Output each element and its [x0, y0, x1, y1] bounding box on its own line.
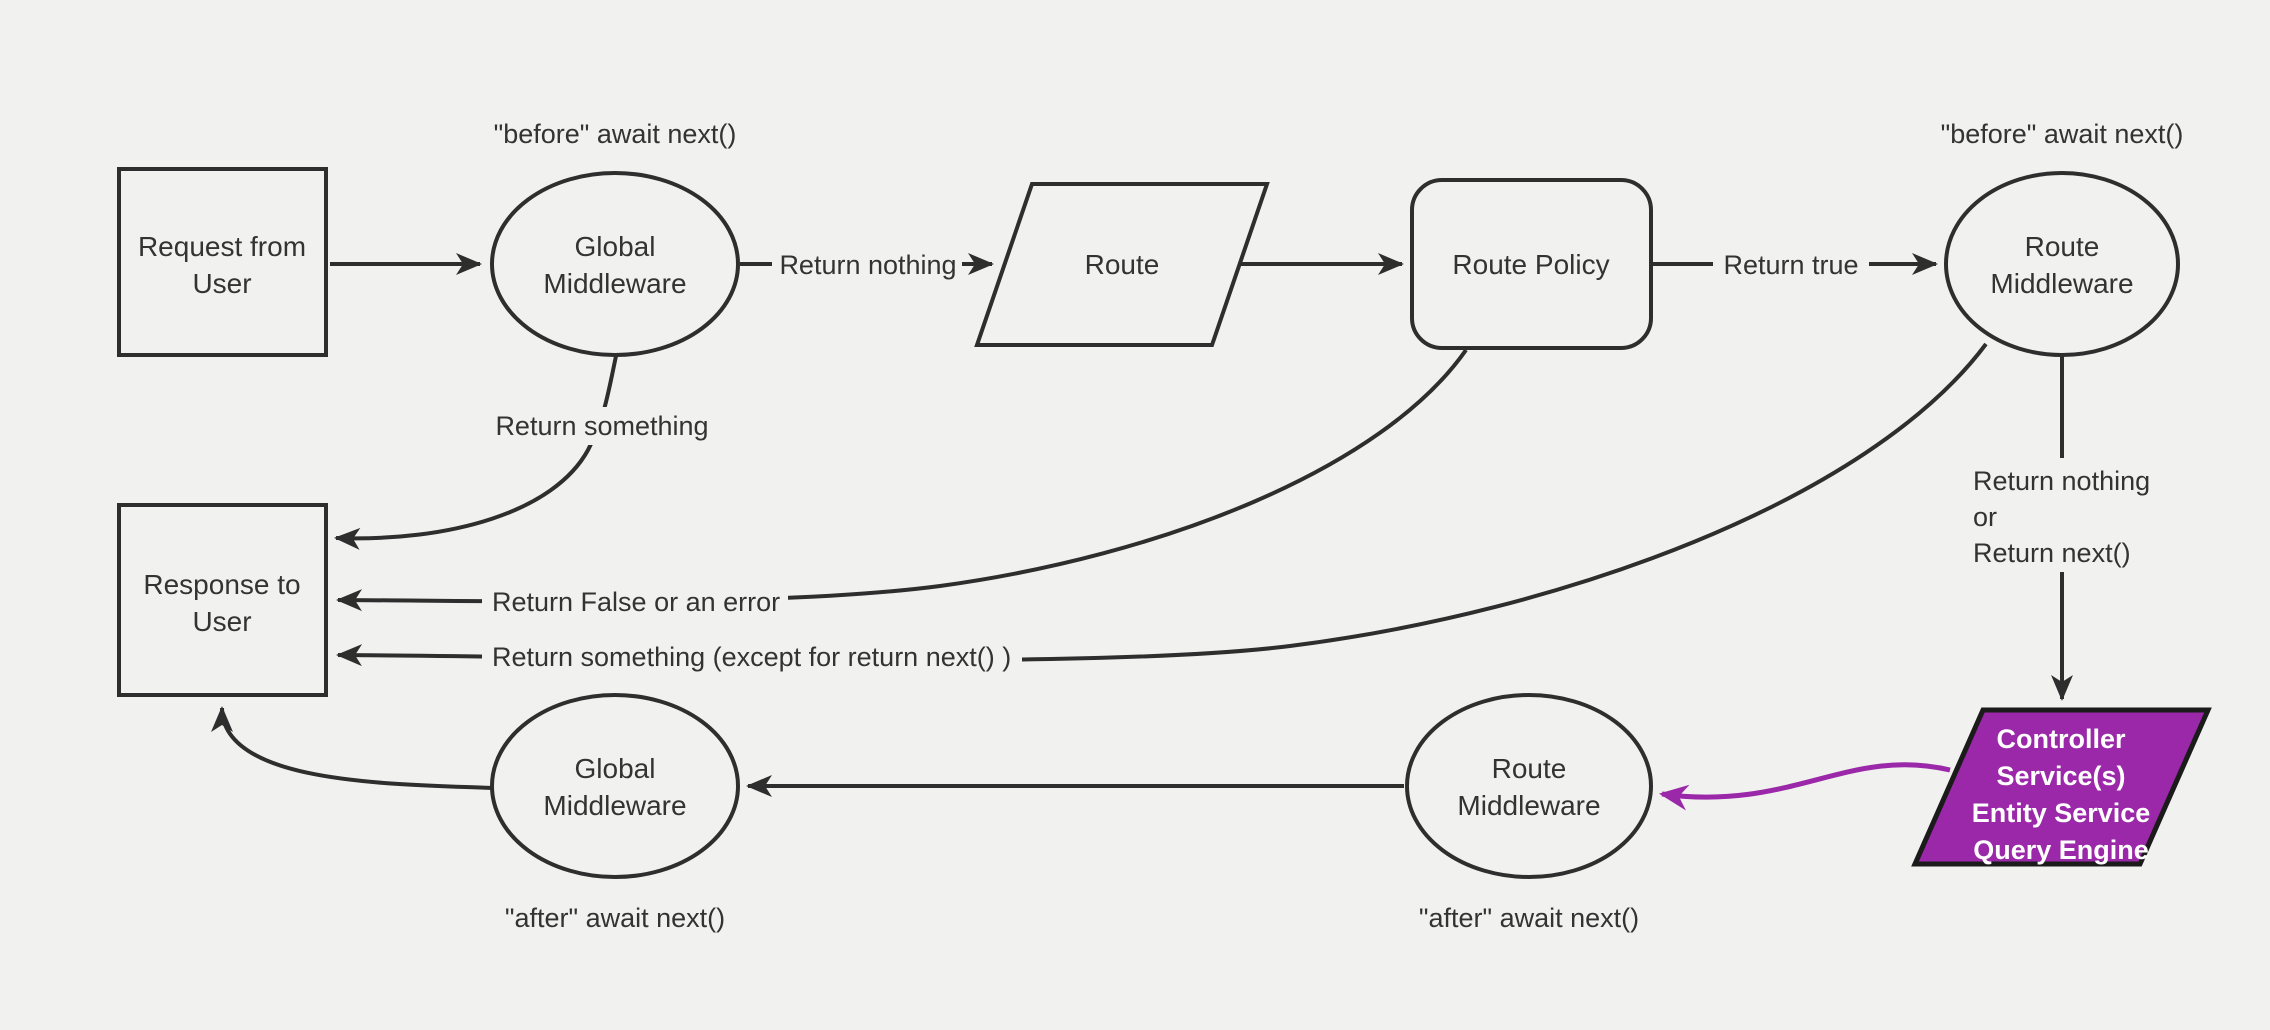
- route-label: Route: [1085, 249, 1160, 280]
- edge-controller-to-route-middleware-bottom: [1659, 762, 1951, 811]
- before-await-next-right-label: "before" await next(): [1941, 119, 2184, 149]
- global-middleware-bottom-label-line2: Middleware: [543, 790, 686, 821]
- return-nothing-or-label-line1: Return nothing: [1973, 466, 2150, 496]
- return-true-label: Return true: [1723, 250, 1858, 280]
- label-backing: [1713, 246, 1869, 283]
- edge-global-middleware-bottom-to-response: [211, 706, 493, 790]
- edge-route-middleware-top-to-response: Return something (except for return next…: [336, 342, 1988, 674]
- route-middleware-top-label-line2: Middleware: [1990, 268, 2133, 299]
- label-backing: [488, 407, 716, 445]
- global-middleware-top-label-line1: Global: [575, 231, 656, 262]
- response-to-user-node: Response to User: [117, 503, 328, 697]
- request-from-user-node: Request from User: [117, 167, 328, 357]
- return-something-label: Return something: [495, 411, 708, 441]
- label-backing: [482, 581, 788, 619]
- return-false-error-label: Return False or an error: [492, 587, 780, 617]
- return-nothing-or-label-line2: or: [1973, 502, 1997, 532]
- controller-services-label-line4: Query Engine: [1973, 835, 2149, 865]
- global-middleware-bottom-label-line1: Global: [575, 753, 656, 784]
- return-nothing-top-label: Return nothing: [779, 250, 956, 280]
- edge-global-middleware-top-to-response: Return something: [334, 355, 716, 550]
- label-backing: [1956, 458, 2164, 572]
- label-backing: [772, 246, 962, 283]
- edge-route-policy-to-response: Return False or an error: [336, 348, 1468, 619]
- edge-route-middleware-to-controller: Return nothing or Return next(): [1956, 356, 2164, 701]
- after-await-next-left-label: "after" await next(): [505, 903, 725, 933]
- global-middleware-top-label-line2: Middleware: [543, 268, 686, 299]
- response-to-user-label-line1: Response to: [143, 569, 300, 600]
- request-from-user-label-line2: User: [192, 268, 251, 299]
- route-middleware-bottom-label-line2: Middleware: [1457, 790, 1600, 821]
- controller-services-node: Controller Service(s) Entity Service Que…: [1911, 707, 2212, 867]
- label-backing: [482, 636, 1022, 674]
- controller-services-label-line1: Controller: [1996, 724, 2125, 754]
- after-await-next-right-label: "after" await next(): [1419, 903, 1639, 933]
- edge-global-middleware-to-route: Return nothing: [740, 246, 994, 283]
- route-middleware-bottom-label-line1: Route: [1492, 753, 1567, 784]
- request-from-user-label-line1: Request from: [138, 231, 306, 262]
- global-middleware-top-node: Global Middleware: [490, 171, 740, 357]
- route-node: Route: [974, 182, 1270, 347]
- route-middleware-top-node: Route Middleware: [1944, 171, 2180, 357]
- return-something-except-label: Return something (except for return next…: [492, 642, 1011, 672]
- route-policy-node: Route Policy: [1410, 178, 1653, 350]
- edge-route-policy-to-route-middleware: Return true: [1653, 246, 1938, 283]
- global-middleware-bottom-node: Global Middleware: [490, 693, 740, 879]
- before-await-next-left-label: "before" await next(): [494, 119, 737, 149]
- route-policy-label: Route Policy: [1452, 249, 1609, 280]
- route-middleware-top-label-line1: Route: [2025, 231, 2100, 262]
- response-to-user-label-line2: User: [192, 606, 251, 637]
- return-nothing-or-label-line3: Return next(): [1973, 538, 2131, 568]
- controller-services-label-line3: Entity Service: [1972, 798, 2151, 828]
- controller-services-label-line2: Service(s): [1996, 761, 2125, 791]
- route-middleware-bottom-node: Route Middleware: [1405, 693, 1653, 879]
